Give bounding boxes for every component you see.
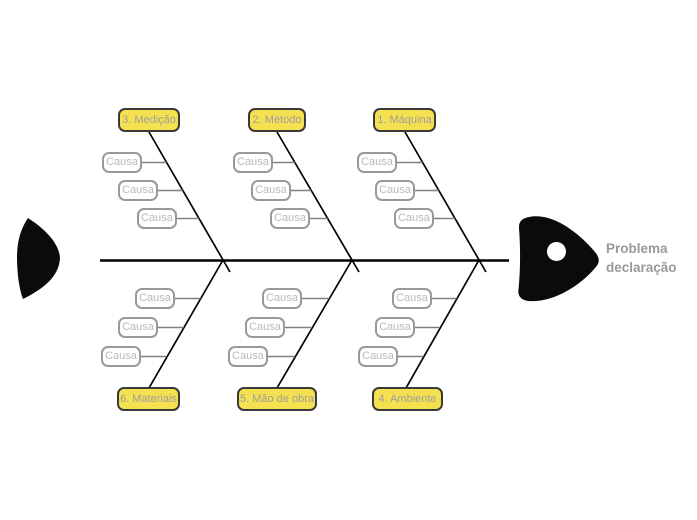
branch-line-medicao	[148, 131, 231, 273]
problem-statement-line1: Problema	[606, 241, 668, 256]
cause-box[interactable]: Causa	[375, 317, 415, 338]
category-box-metodo[interactable]: 2. Método	[248, 108, 306, 132]
cause-box[interactable]: Causa	[135, 288, 175, 309]
cause-box[interactable]: Causa	[251, 180, 291, 201]
cause-box[interactable]: Causa	[228, 346, 268, 367]
cause-box[interactable]: Causa	[357, 152, 397, 173]
category-box-ambiente[interactable]: 4. Ambiente	[372, 387, 443, 411]
fish-tail-shape[interactable]	[17, 218, 60, 299]
cause-box[interactable]: Causa	[375, 180, 415, 201]
cause-box[interactable]: Causa	[101, 346, 141, 367]
cause-box[interactable]: Causa	[137, 208, 177, 229]
cause-box[interactable]: Causa	[270, 208, 310, 229]
cause-box[interactable]: Causa	[358, 346, 398, 367]
problem-statement-line2: declaração	[606, 260, 677, 275]
fish-eye-icon	[547, 242, 566, 261]
cause-box[interactable]: Causa	[262, 288, 302, 309]
cause-box[interactable]: Causa	[118, 180, 158, 201]
cause-box[interactable]: Causa	[233, 152, 273, 173]
branch-line-metodo	[276, 131, 360, 273]
branch-line-mao-de-obra	[276, 259, 353, 389]
cause-box[interactable]: Causa	[392, 288, 432, 309]
problem-statement-label[interactable]: Problema declaração	[606, 239, 677, 277]
cause-box[interactable]: Causa	[245, 317, 285, 338]
category-box-medicao[interactable]: 3. Medição	[118, 108, 180, 132]
branch-line-maquina	[404, 131, 487, 273]
category-box-maquina[interactable]: 1. Máquina	[373, 108, 436, 132]
cause-box[interactable]: Causa	[102, 152, 142, 173]
category-box-materiais[interactable]: 6. Materiais	[117, 387, 180, 411]
cause-box[interactable]: Causa	[118, 317, 158, 338]
branch-line-materiais	[148, 259, 224, 389]
cause-box[interactable]: Causa	[394, 208, 434, 229]
category-box-mao-de-obra[interactable]: 5. Mão de obra	[237, 387, 317, 411]
branch-line-ambiente	[405, 259, 480, 389]
